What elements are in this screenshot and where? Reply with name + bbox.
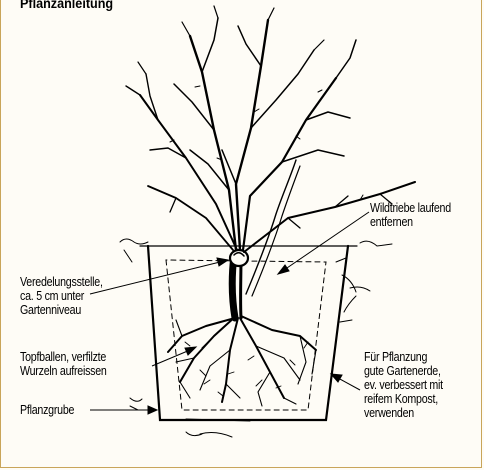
arrow-gartenerde — [331, 374, 342, 382]
label-wildtriebe: Wildtriebe laufend entfernen — [370, 201, 451, 229]
diagram-title: Pflanzanleitung — [20, 0, 113, 11]
leader-lines — [90, 212, 369, 414]
leader-gartenerde — [338, 378, 360, 390]
arrow-veredelung — [217, 258, 228, 266]
label-gartenerde: Für Pflanzung gute Gartenerde, ev. verbe… — [364, 350, 443, 420]
leader-wildtriebe — [284, 212, 369, 270]
leader-veredelung — [90, 262, 220, 294]
label-topfballen: Topfballen, verfilzte Wurzeln aufreissen — [20, 350, 107, 378]
label-pflanzgrube: Pflanzgrube — [20, 403, 74, 417]
arrow-topfballen — [185, 347, 196, 355]
arrow-pflanzgrube — [148, 406, 157, 414]
label-veredelungsstelle: Veredelungsstelle, ca. 5 cm unter Garten… — [20, 275, 103, 317]
arrow-wildtriebe — [278, 265, 289, 274]
leader-topfballen — [152, 350, 190, 366]
